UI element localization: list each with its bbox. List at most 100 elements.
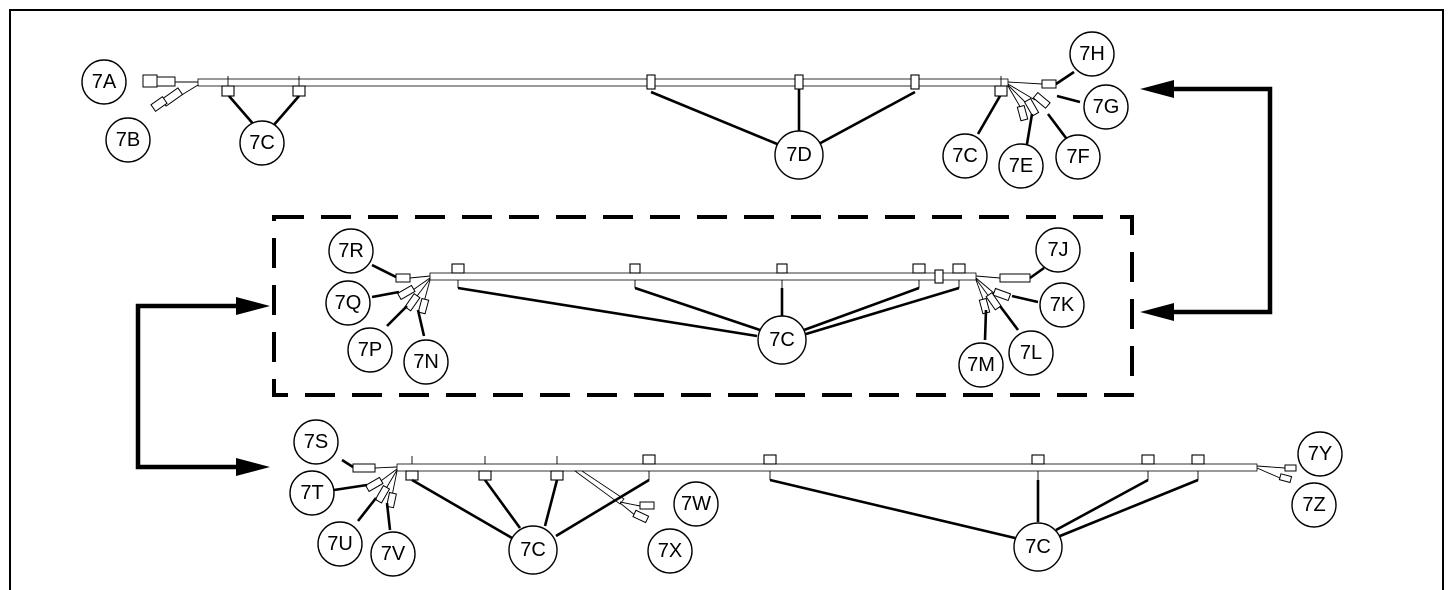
callout-7c: 7C (239, 120, 285, 166)
svg-text:7L: 7L (1020, 342, 1042, 364)
connector (142, 74, 158, 88)
clip (952, 263, 966, 274)
leader-line (998, 305, 1020, 331)
dashed-highlight-box (272, 215, 1134, 397)
clip (994, 85, 1008, 97)
leader-line (333, 483, 368, 492)
wire (374, 466, 398, 469)
callout-7u: 7U (317, 521, 363, 567)
connector (395, 273, 411, 283)
wire (619, 501, 641, 507)
leader-line (543, 479, 559, 527)
svg-text:7Y: 7Y (1308, 443, 1332, 465)
callout-7x: 7X (647, 528, 693, 574)
connector (1041, 79, 1057, 89)
clip (776, 263, 788, 274)
leader-line (1046, 113, 1068, 139)
callout-7w: 7W (673, 481, 719, 527)
callout-7n: 7N (403, 339, 449, 385)
callout-7k: 7K (1039, 282, 1085, 328)
sleeve (910, 74, 920, 90)
wire (391, 470, 398, 497)
leader-line (983, 309, 988, 341)
connector (639, 501, 655, 510)
leader-line (805, 286, 960, 336)
top-harness (142, 70, 1081, 148)
leader-line (976, 95, 1002, 135)
svg-text:7X: 7X (658, 540, 682, 562)
leader-line (371, 290, 400, 299)
callout-7c: 7C (942, 133, 988, 179)
left-arrow-line (135, 303, 240, 470)
callout-7z: 7Z (1291, 482, 1337, 528)
right-arrow-line (1171, 86, 1273, 315)
leader-line (356, 497, 378, 522)
connector (1023, 97, 1040, 117)
wire (409, 275, 431, 279)
wire (975, 279, 985, 303)
callout-7c: 7C (508, 525, 558, 575)
leader-line (1011, 294, 1039, 304)
leader-line (228, 95, 256, 127)
clip (451, 263, 465, 274)
svg-text:7R: 7R (338, 240, 364, 262)
callout-7a: 7A (81, 59, 127, 105)
svg-text:7J: 7J (1047, 239, 1068, 261)
leader-line (457, 286, 758, 338)
connector (1016, 104, 1029, 122)
wire (1256, 465, 1286, 469)
clip (912, 263, 926, 274)
connector (999, 273, 1031, 283)
harness-trunk (197, 78, 1009, 87)
svg-text:7G: 7G (1093, 96, 1120, 118)
leader-line (1025, 113, 1034, 145)
callout-7f: 7F (1055, 134, 1101, 180)
svg-text:7F: 7F (1066, 146, 1089, 168)
connector (156, 76, 176, 87)
connector (404, 293, 421, 312)
svg-text:7S: 7S (304, 431, 328, 453)
svg-text:7V: 7V (381, 543, 406, 565)
svg-text:7U: 7U (327, 533, 353, 555)
arrowhead-middle-left (236, 297, 270, 315)
callout-7j: 7J (1035, 227, 1081, 273)
clip (629, 263, 641, 274)
connector (992, 287, 1012, 302)
sleeve (934, 269, 944, 284)
svg-text:7A: 7A (92, 71, 117, 93)
harness-branch (573, 470, 625, 505)
leader-line (555, 478, 650, 538)
wire (975, 277, 996, 295)
svg-text:7P: 7P (358, 339, 382, 361)
svg-text:7B: 7B (116, 129, 140, 151)
svg-text:7Q: 7Q (335, 292, 362, 314)
clip (1191, 454, 1205, 465)
diagram-frame (9, 9, 1444, 590)
callout-7l: 7L (1008, 330, 1054, 376)
leader-line (272, 95, 300, 127)
svg-text:7C: 7C (769, 329, 795, 351)
callout-7r: 7R (328, 228, 374, 274)
svg-text:7C: 7C (249, 132, 275, 154)
leader-line (1056, 94, 1081, 104)
svg-text:7N: 7N (413, 351, 439, 373)
svg-text:7C: 7C (952, 145, 978, 167)
arrowhead-middle-right (1140, 303, 1174, 321)
connector (396, 284, 416, 301)
callout-7g: 7G (1083, 84, 1129, 130)
connector (1032, 91, 1051, 109)
svg-text:7H: 7H (1079, 43, 1105, 65)
svg-text:7M: 7M (967, 354, 995, 376)
wire (179, 84, 199, 97)
connector (1278, 473, 1293, 484)
clip (1141, 454, 1155, 465)
leader-line (411, 478, 513, 540)
leader-line (385, 502, 392, 531)
callout-7y: 7Y (1297, 431, 1343, 477)
harness-trunk (396, 463, 1258, 472)
leader-line (803, 286, 920, 332)
wire (1256, 467, 1281, 479)
leader-line (483, 479, 522, 529)
connector (1284, 464, 1297, 472)
